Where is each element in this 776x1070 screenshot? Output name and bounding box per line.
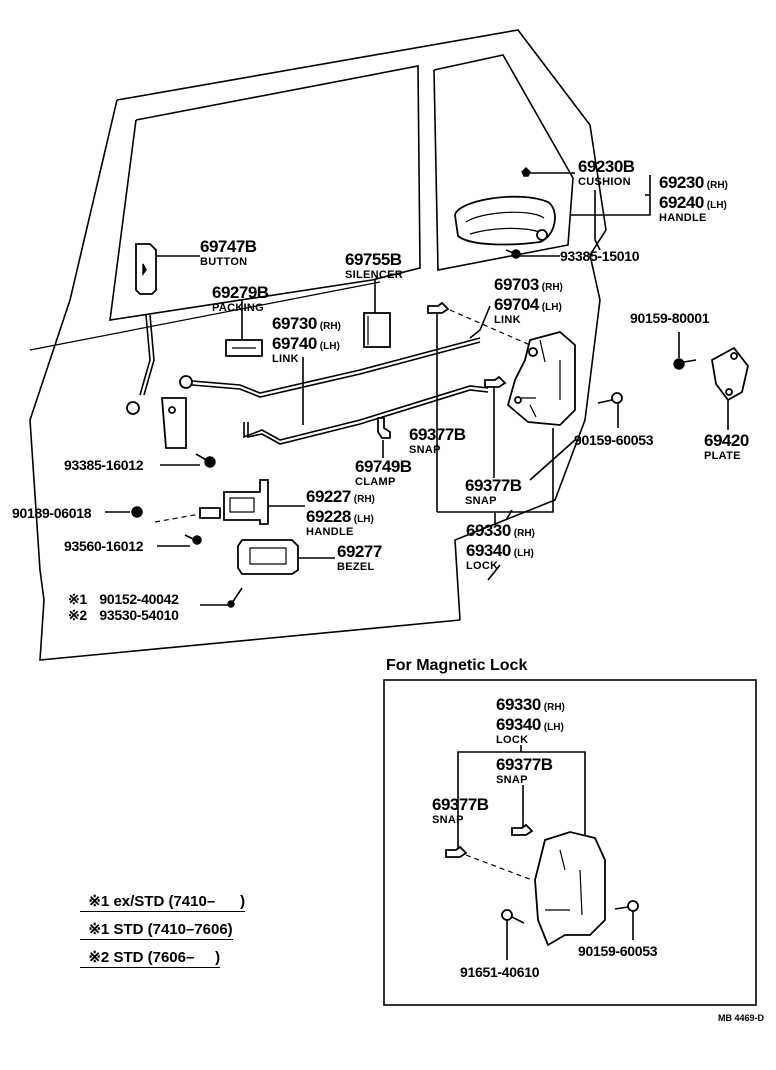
label-screw-93560-16012: 93560-16012 <box>64 538 144 554</box>
label-screw-90159-60053: 90159-60053 <box>574 432 654 448</box>
label-cushion: 69230B CUSHION <box>578 157 635 188</box>
label-silencer: 69755B SILENCER <box>345 250 404 281</box>
inset-label-lock: 69330(RH) 69340(LH) LOCK <box>496 695 565 746</box>
bezel-drawing <box>237 539 335 575</box>
label-button: 69747B BUTTON <box>200 237 257 268</box>
inset-label-snap-a: 69377B SNAP <box>496 755 553 786</box>
label-screw-marked-2: ※2 93530-54010 <box>68 607 179 623</box>
label-link-upper: 69703(RH) 69704(LH) LINK <box>494 275 563 326</box>
button-drawing <box>135 243 200 295</box>
label-packing: 69279B PACKING <box>212 283 269 314</box>
label-nut-90189-06018: 90189-06018 <box>12 505 92 521</box>
inset-drawing <box>445 745 639 960</box>
legend-row: ※1 ex/STD (7410– ) <box>80 875 246 912</box>
legend-row: ※1 STD (7410–7606) <box>80 903 233 940</box>
door-outline <box>29 29 607 661</box>
label-link-lower: 69730(RH) 69740(LH) LINK <box>272 314 341 365</box>
inset-label-screw-90159-60053: 90159-60053 <box>578 943 658 959</box>
screw-93385-16012-drawing <box>160 453 216 468</box>
snap-drawing <box>427 301 531 512</box>
label-plate: 69420 PLATE <box>704 431 749 462</box>
figure-code: MB 4469-D <box>717 1013 764 1023</box>
legend-row: ※2 STD (7606– ) <box>80 931 221 968</box>
label-bezel: 69277 BEZEL <box>337 542 382 573</box>
label-screw-93385-15010: 93385-15010 <box>560 248 640 264</box>
leader-lock-bracket <box>437 428 554 513</box>
label-screw-90159-80001: 90159-80001 <box>630 310 710 326</box>
label-screw-93385-16012: 93385-16012 <box>64 457 144 473</box>
silencer-drawing <box>363 280 391 348</box>
inner-handle-drawing <box>105 479 305 547</box>
label-inner-handle: 69227(RH) 69228(LH) HANDLE <box>306 487 375 538</box>
outer-handle-drawing <box>454 167 575 259</box>
screw-90159-60053-drawing <box>597 392 623 428</box>
lock-drawing <box>506 331 576 426</box>
clamp-drawing <box>377 417 391 458</box>
label-snap-b: 69377B SNAP <box>465 476 522 507</box>
label-clamp: 69749B CLAMP <box>355 457 412 488</box>
screw-marked-drawing <box>200 587 243 608</box>
inset-label-screw-91651-40610: 91651-40610 <box>460 964 540 980</box>
inset-label-snap-b: 69377B SNAP <box>432 795 489 826</box>
label-screw-marked-1: ※1 90152-40042 <box>68 591 179 607</box>
label-snap-a: 69377B SNAP <box>409 425 466 456</box>
packing-drawing <box>225 300 263 357</box>
inset-box <box>383 679 757 1006</box>
link-rods-drawing <box>126 314 489 449</box>
leader-handle-bracket <box>570 175 651 216</box>
plate-drawing <box>673 332 749 430</box>
label-outer-handle: 69230(RH) 69240(LH) HANDLE <box>659 173 728 224</box>
label-lock: 69330(RH) 69340(LH) LOCK <box>466 521 535 572</box>
inset-title: For Magnetic Lock <box>386 657 528 674</box>
